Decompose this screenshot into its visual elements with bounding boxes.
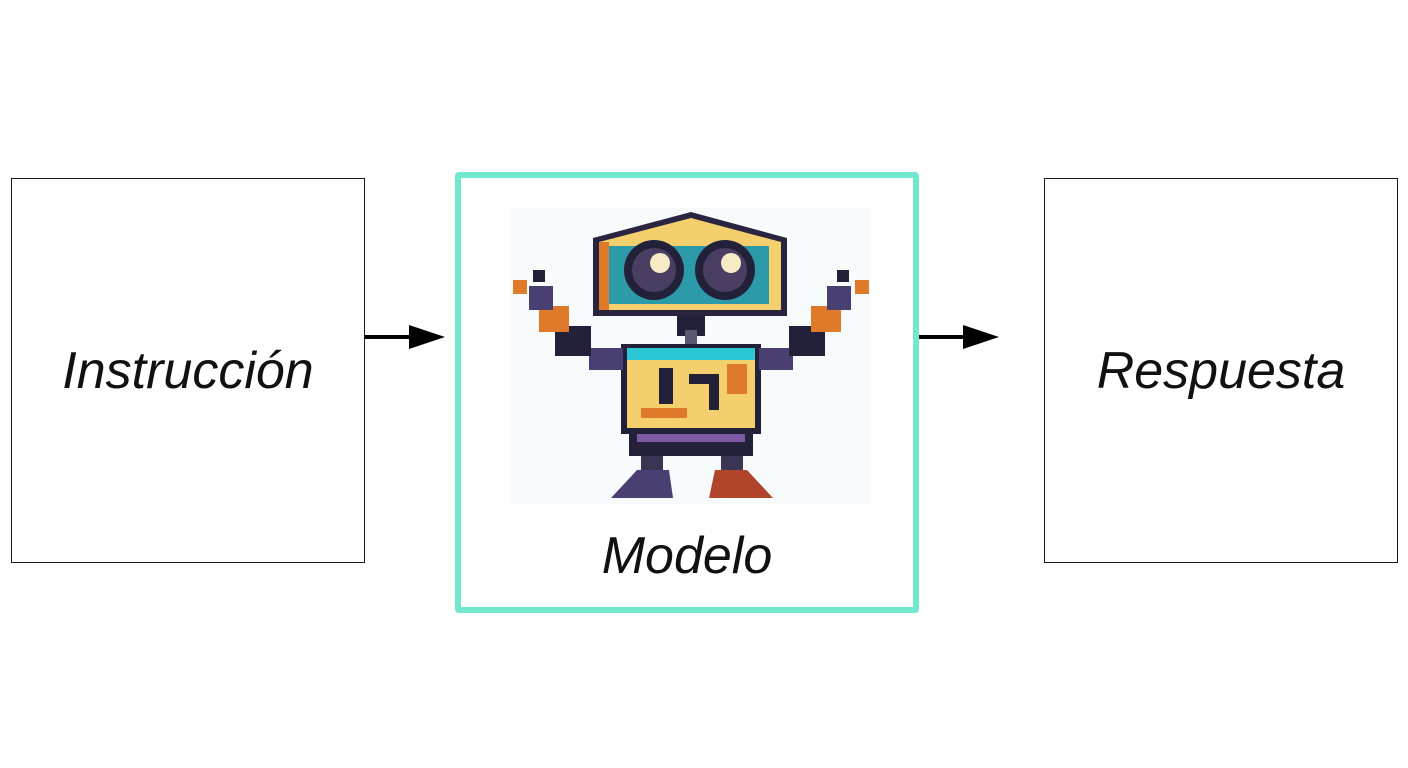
instruction-label: Instrucción [62, 341, 314, 400]
arrow-right-icon [365, 325, 445, 349]
robot-icon [511, 208, 871, 504]
model-label: Modelo [601, 527, 773, 585]
response-label: Respuesta [1096, 341, 1346, 400]
response-box: Respuesta [1044, 178, 1398, 563]
model-box: Modelo [455, 172, 919, 613]
arrow-right-icon [919, 325, 999, 349]
instruction-box: Instrucción [11, 178, 365, 563]
